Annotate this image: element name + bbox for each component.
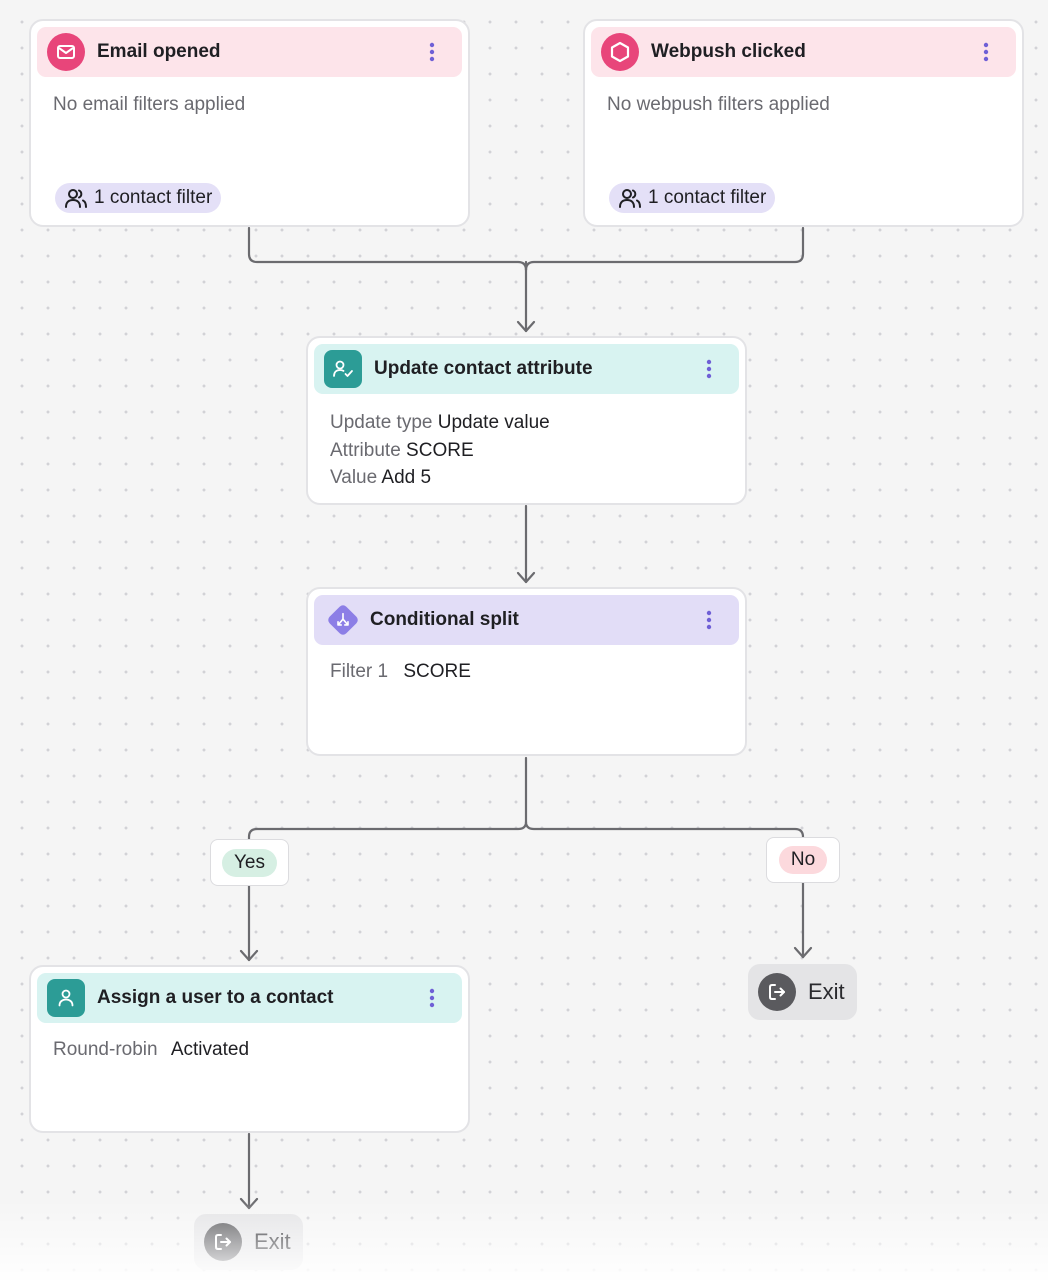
trigger-card-webpush-clicked[interactable]: Webpush clicked No webpush filters appli… [583, 19, 1024, 227]
exit-node-yes[interactable]: Exit [194, 1214, 303, 1270]
more-options-icon[interactable] [420, 37, 444, 67]
field-label: Round-robin [53, 1039, 158, 1060]
arrow-split [516, 571, 536, 584]
card-header: Update contact attribute [314, 344, 739, 394]
arrow-update [516, 320, 536, 333]
arrow-no-exit [793, 946, 813, 959]
user-icon [47, 979, 85, 1017]
exit-label: Exit [254, 1229, 291, 1254]
users-icon [65, 189, 87, 208]
card-header: Assign a user to a contact [37, 973, 462, 1023]
exit-node-no[interactable]: Exit [748, 964, 857, 1020]
exit-icon [204, 1223, 242, 1261]
action-card-update-contact-attribute[interactable]: Update contact attribute Update type Upd… [306, 336, 747, 505]
attribute-fields: Update type Update value Attribute SCORE… [330, 409, 550, 492]
card-title: Webpush clicked [651, 41, 806, 62]
connector-email-to-merge [247, 226, 528, 272]
contact-filter-label: 1 contact filter [648, 187, 767, 208]
user-edit-icon [324, 350, 362, 388]
field-value: Activated [170, 1039, 250, 1060]
field-attribute: Attribute SCORE [330, 437, 550, 465]
more-options-icon[interactable] [697, 354, 721, 384]
users-icon [619, 189, 641, 208]
card-description: No webpush filters applied [607, 94, 830, 115]
exit-icon [758, 973, 796, 1011]
action-card-assign-user[interactable]: Assign a user to a contact Round-robin A… [29, 965, 470, 1133]
field-label: Update type [330, 412, 433, 433]
card-header: Email opened [37, 27, 462, 77]
field-label: Attribute [330, 439, 401, 461]
yes-chip: Yes [222, 848, 277, 877]
connector-split-yes [247, 820, 528, 842]
hexagon-icon [601, 33, 639, 71]
field-value: Update value [437, 412, 550, 433]
card-header: Webpush clicked [591, 27, 1016, 77]
contact-filter-pill[interactable]: 1 contact filter [609, 183, 776, 213]
connector-split-no [524, 820, 805, 841]
more-options-icon[interactable] [420, 983, 444, 1013]
field-value-row: Value Add 5 [330, 464, 550, 492]
card-title: Assign a user to a contact [97, 987, 334, 1008]
exit-label: Exit [808, 979, 845, 1004]
branch-label-no[interactable]: No [766, 837, 840, 883]
more-options-icon[interactable] [974, 37, 998, 67]
mail-icon [47, 33, 85, 71]
branch-label-yes[interactable]: Yes [210, 839, 289, 886]
split-icon [324, 601, 362, 639]
card-description: No email filters applied [53, 94, 246, 115]
arrow-assign [239, 949, 259, 962]
field-update-type: Update type Update value [330, 409, 550, 437]
contact-filter-label: 1 contact filter [94, 187, 213, 208]
card-title: Email opened [97, 41, 221, 62]
field-value: Add 5 [381, 467, 432, 488]
contact-filter-pill[interactable]: 1 contact filter [55, 183, 222, 213]
field-value: SCORE [406, 439, 474, 461]
assign-field: Round-robin Activated [53, 1039, 249, 1061]
action-card-conditional-split[interactable]: Conditional split Filter 1 SCORE [306, 587, 747, 756]
card-header: Conditional split [314, 595, 739, 645]
card-title: Update contact attribute [374, 358, 593, 379]
card-title: Conditional split [370, 609, 519, 630]
split-filter: Filter 1 SCORE [330, 661, 471, 683]
filter-value: SCORE [403, 661, 471, 682]
no-chip: No [778, 846, 828, 874]
more-options-icon[interactable] [697, 605, 721, 635]
trigger-card-email-opened[interactable]: Email opened No email filters applied 1 … [29, 19, 470, 227]
filter-label: Filter 1 [330, 661, 389, 682]
field-label: Value [330, 467, 378, 488]
connector-webpush-to-merge [524, 226, 805, 272]
